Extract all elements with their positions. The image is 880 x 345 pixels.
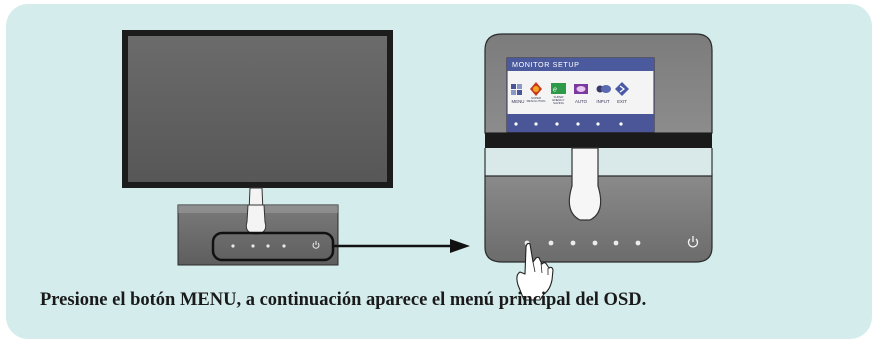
menu-icon (511, 84, 522, 95)
osd-label-energy-saving: SUPER ENERGY SAVING (552, 95, 565, 106)
left-monitor (122, 30, 393, 266)
left-power-icon (312, 241, 320, 249)
left-monitor-screen (128, 36, 387, 182)
right-monitor-base (484, 175, 713, 263)
osd-title: MONITOR SETUP (512, 60, 580, 69)
input-icon (596, 85, 611, 93)
super-resolution-icon (530, 82, 542, 96)
right-power-icon (687, 236, 699, 248)
exit-icon (615, 82, 629, 96)
osd-bottom-bar (507, 114, 654, 132)
hand-pointer-icon (516, 242, 554, 301)
osd-menu: e (506, 57, 655, 133)
osd-label-auto: AUTO (574, 99, 588, 104)
osd-header (507, 58, 654, 71)
svg-text:e: e (553, 87, 557, 94)
left-button-highlight (211, 231, 335, 262)
osd-label-input: INPUT (596, 99, 610, 104)
instruction-caption: Presione el botón MENU, a continuación a… (40, 290, 647, 310)
right-monitor-neck (568, 147, 602, 221)
osd-label-exit: EXIT (617, 99, 627, 104)
arrow-icon (334, 239, 470, 253)
osd-label-super-resolution: SUPER RESOLUTION (526, 96, 546, 104)
energy-saving-icon: e (551, 83, 566, 94)
osd-label-menu: MENU (511, 99, 525, 104)
auto-icon (574, 84, 588, 94)
